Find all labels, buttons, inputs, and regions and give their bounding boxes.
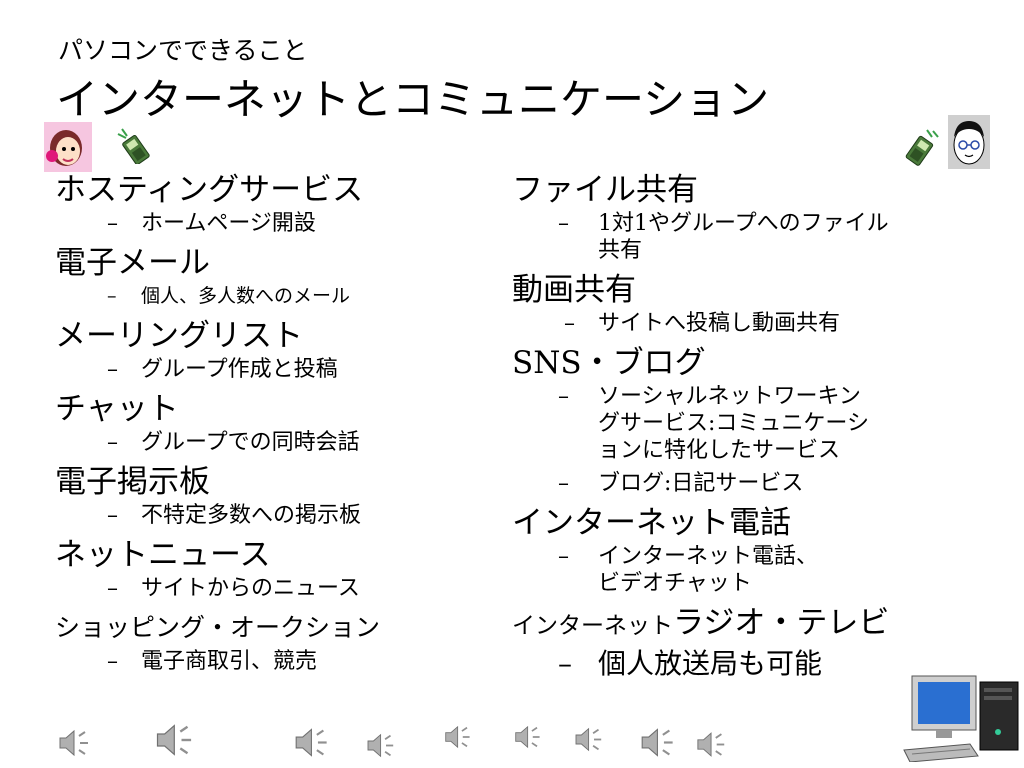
desktop-computer-icon [903, 675, 1019, 762]
list-sub-item: –グループ作成と投稿 [107, 357, 338, 382]
left-column: ホスティングサービス –ホームページ開設 電子メール –個人、多人数へのメール … [55, 170, 495, 681]
mobile-phone-icon [905, 129, 939, 166]
speaker-sound-icon[interactable] [574, 726, 605, 753]
list-item: チャット [55, 391, 179, 427]
list-item: ネットニュース [55, 537, 271, 573]
list-sub-item: –個人、多人数へのメール [107, 285, 351, 307]
speaker-sound-icon[interactable] [366, 732, 397, 759]
list-sub-item: –インターネット電話、ビデオチャット [558, 544, 819, 596]
list-sub-item: –1対1やグループへのファイル共有 [558, 211, 889, 263]
list-item: ショッピング・オークション [55, 613, 381, 642]
slide-title: インターネットとコミュニケーション [56, 75, 770, 124]
list-sub-item: –ソーシャルネットワーキングサービス:コミュニケーションに特化したサービス [558, 384, 869, 463]
slide-subtitle: パソコンでできること [58, 36, 308, 65]
speaker-sound-icon[interactable] [155, 722, 196, 758]
boy-avatar-icon [948, 115, 990, 169]
right-column: ファイル共有 –1対1やグループへのファイル共有 動画共有 –サイトへ投稿し動画… [512, 170, 972, 688]
girl-avatar-icon [44, 122, 92, 172]
list-item-prefix: インターネット [512, 613, 673, 639]
list-item: 電子メール [55, 245, 210, 281]
speaker-sound-icon[interactable] [444, 724, 473, 750]
list-sub-item: –グループでの同時会話 [107, 430, 360, 455]
list-sub-item: –サイトへ投稿し動画共有 [564, 311, 841, 336]
mobile-phone-icon [117, 128, 150, 164]
list-sub-item: –電子商取引、競売 [107, 649, 318, 674]
list-sub-item: –ブログ:日記サービス [558, 471, 804, 496]
list-item: 電子掲示板 [55, 464, 210, 500]
speaker-sound-icon[interactable] [696, 730, 728, 759]
speaker-sound-icon[interactable] [58, 728, 92, 758]
list-sub-item: –不特定多数への掲示板 [107, 503, 362, 528]
list-item: ファイル共有 [512, 172, 698, 208]
list-item: メーリングリスト [55, 318, 303, 354]
list-item-label: ラジオ・テレビ [673, 605, 890, 641]
speaker-sound-icon[interactable] [294, 726, 331, 759]
list-item: ホスティングサービス [55, 172, 364, 208]
list-item: SNS・ブログ [512, 345, 706, 381]
list-item: インターネットラジオ・テレビ [512, 603, 972, 646]
list-sub-item: –個人放送局も可能 [558, 647, 823, 680]
list-sub-item: –ホームページ開設 [107, 211, 316, 236]
list-sub-item: –サイトからのニュース [107, 576, 360, 601]
list-item: インターネット電話 [512, 505, 791, 541]
speaker-sound-icon[interactable] [640, 726, 677, 759]
speaker-sound-icon[interactable] [514, 724, 543, 750]
list-item: 動画共有 [512, 272, 636, 308]
